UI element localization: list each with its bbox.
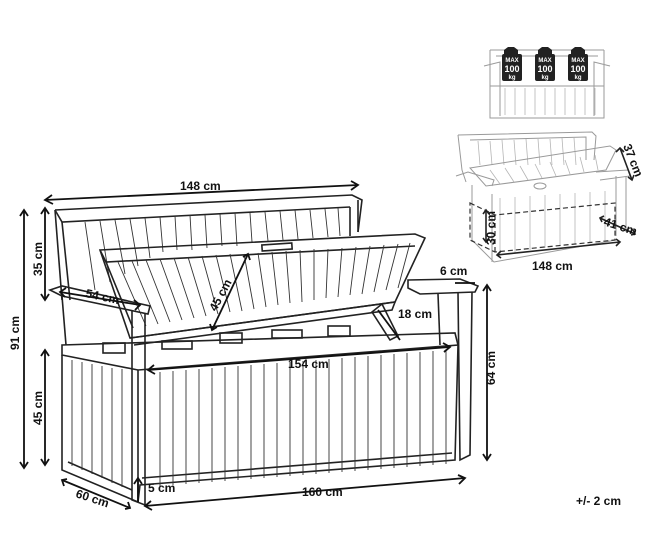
label-lid-depth: 45 cm [206, 277, 234, 314]
bench-main-drawing: 148 cm 35 cm 91 cm 45 cm 60 cm 5 cm 160 … [8, 179, 498, 511]
bench-backrest [54, 194, 363, 301]
label-back-height: 35 cm [31, 242, 45, 276]
weight-icon [502, 54, 522, 81]
weight-badge-line2: 100 [504, 64, 519, 74]
label-bottom-width: 160 cm [302, 485, 343, 499]
weight-badge-line3: kg [574, 75, 581, 81]
label-inner-depth: 41 cm [602, 215, 639, 239]
label-depth: 60 cm [74, 487, 111, 511]
hinge-icon [219, 332, 243, 344]
label-arm-depth: 54 cm [84, 286, 120, 307]
weight-handle-icon [571, 47, 585, 54]
weight-badge-line2: 100 [537, 64, 552, 74]
label-hinge-gap: 18 cm [398, 307, 432, 321]
storage-capacity-thumbnail: 37 cm 30 cm 41 cm 148 cm [455, 131, 646, 273]
weight-badge: MAX 100 kg [568, 47, 588, 81]
weight-handle-icon [504, 47, 518, 54]
label-total-height: 91 cm [8, 316, 22, 350]
weight-badge-line1: MAX [571, 58, 584, 64]
hinge-icon [102, 342, 126, 354]
weight-badge-line1: MAX [505, 58, 518, 64]
weight-badge: MAX 100 kg [502, 47, 522, 81]
weight-badge: MAX 100 kg [535, 47, 555, 81]
hinge-icon [327, 325, 351, 337]
load-capacity-thumbnail: MAX 100 kg MAX 100 kg MAX 100 kg [483, 47, 611, 119]
hinge-icon [271, 329, 303, 339]
label-leg-height: 5 cm [148, 481, 175, 495]
weight-badge-line2: 100 [570, 64, 585, 74]
weight-badge-line3: kg [541, 75, 548, 81]
bench-lid-open [98, 233, 427, 346]
label-arm-width: 6 cm [440, 264, 467, 278]
label-top-width: 148 cm [180, 179, 221, 193]
label-inner-height: 30 cm [484, 211, 498, 245]
bench-right-arm [407, 278, 480, 462]
label-seat-height: 45 cm [31, 391, 45, 425]
weight-badge-line3: kg [508, 75, 515, 81]
dimension-arrows [19, 180, 492, 511]
label-box-height: 64 cm [484, 351, 498, 385]
bench-left-arm [47, 285, 151, 507]
weight-icon [535, 54, 555, 81]
tolerance-note: +/- 2 cm [576, 494, 621, 508]
label-storage-width: 148 cm [532, 259, 573, 273]
weight-icon [568, 54, 588, 81]
weight-badge-line1: MAX [538, 58, 551, 64]
bench-storage-box [61, 332, 460, 504]
weight-handle-icon [538, 47, 552, 54]
label-inner-width: 154 cm [288, 357, 329, 371]
